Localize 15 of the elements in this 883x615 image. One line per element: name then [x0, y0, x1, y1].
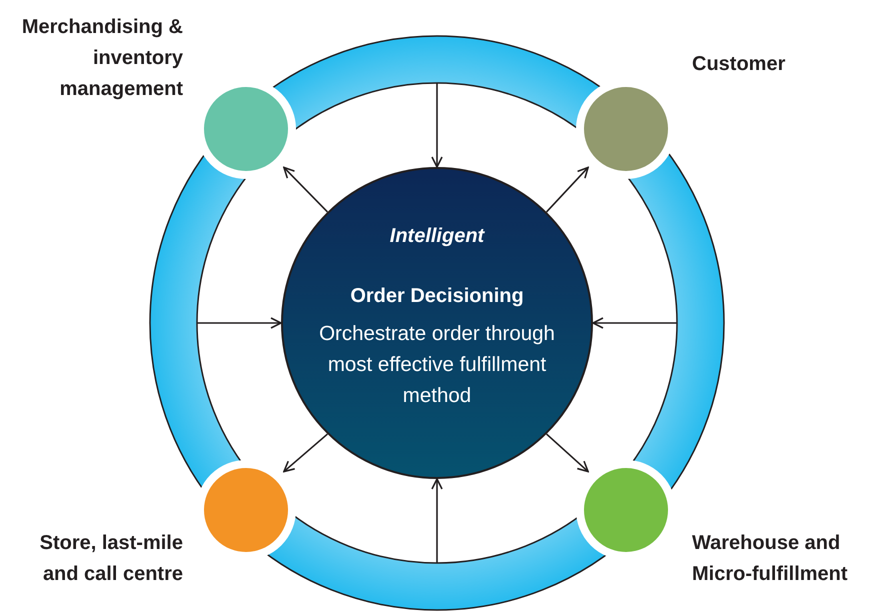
arrow — [546, 166, 589, 212]
arrow — [283, 166, 328, 212]
arrow — [546, 433, 589, 472]
subtitle-text: Intelligent — [390, 224, 484, 248]
arrow — [197, 317, 282, 329]
description-text: Orchestrate order through most effective fulfillment method — [318, 321, 556, 409]
arrow — [283, 433, 328, 472]
circle-label: Merchandising & inventory management — [20, 15, 183, 102]
circle-label: Customer — [692, 52, 786, 77]
arrow — [592, 317, 677, 329]
circle-label: Store, last-mile and call centre — [38, 531, 183, 587]
arrow — [431, 83, 443, 168]
heading-text: Order Decisioning — [350, 284, 524, 308]
arrow — [431, 478, 443, 563]
circle-label: Warehouse and Micro-fulfillment — [692, 531, 849, 587]
